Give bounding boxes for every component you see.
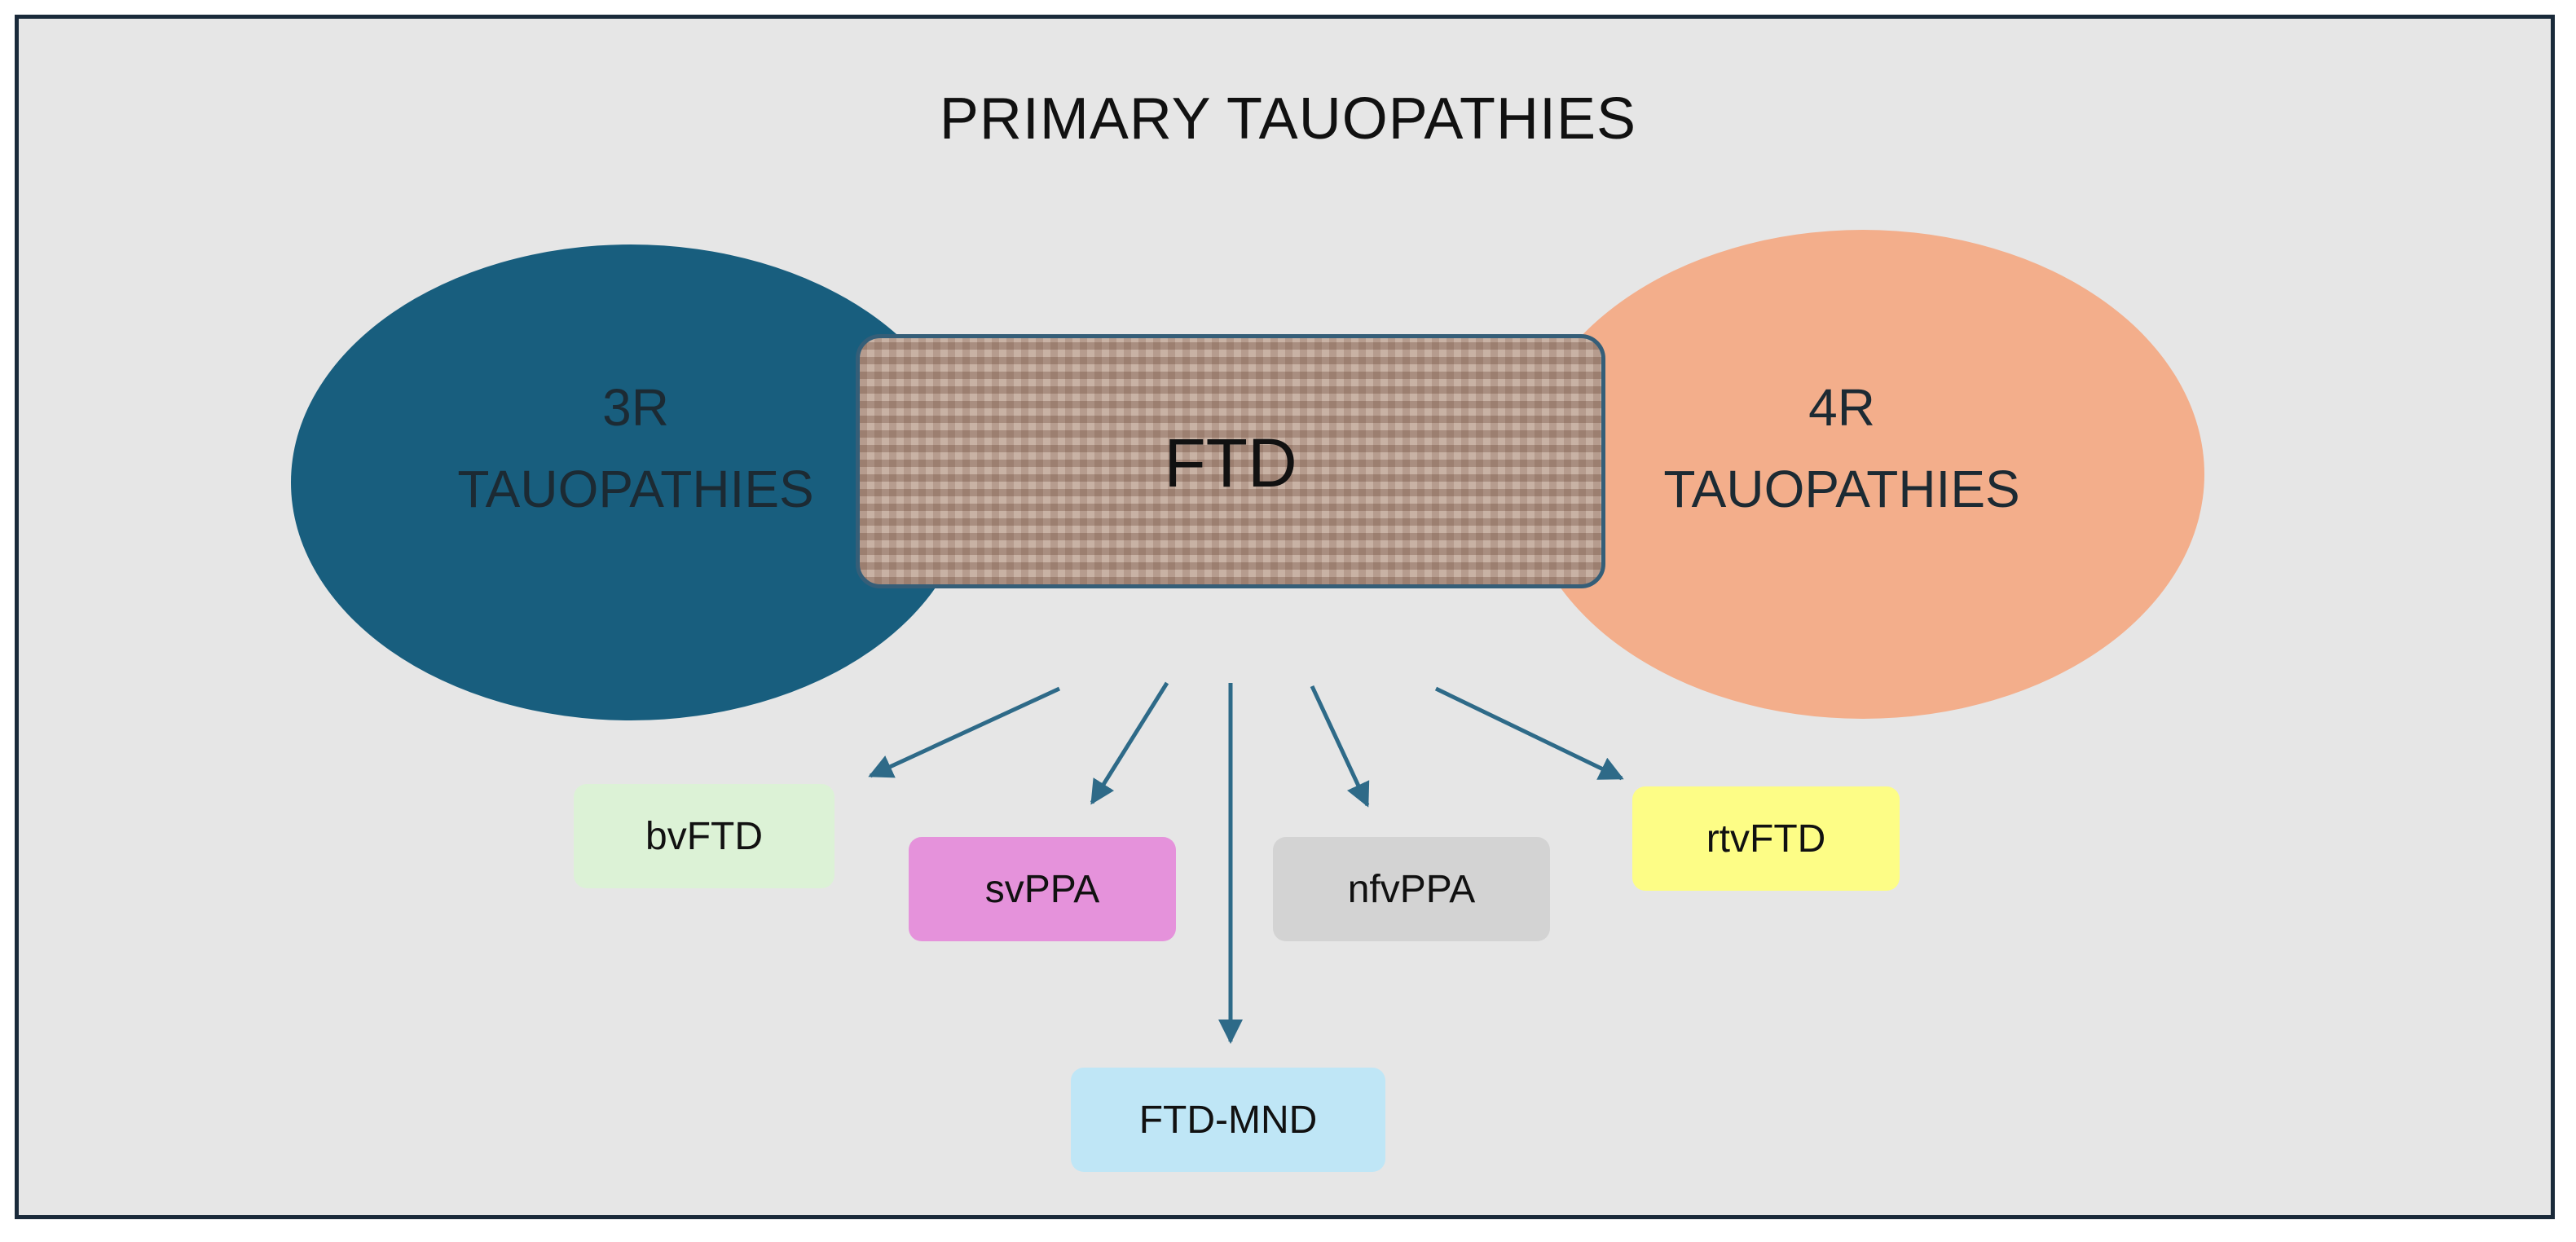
diagram-title: PRIMARY TAUOPATHIES xyxy=(939,86,1637,152)
arrow-to-nfvppa xyxy=(1310,685,1370,808)
3r-tauopathies-label: 3R TAUOPATHIES xyxy=(457,378,814,518)
arrow-to-rtvftd xyxy=(1434,686,1624,781)
subtype-ftd-mnd: FTD-MND xyxy=(1071,1068,1385,1172)
subtype-nfvppa: nfvPPA xyxy=(1273,837,1550,941)
subtype-bvftd: bvFTD xyxy=(574,784,834,888)
arrow-to-bvftd xyxy=(868,686,1061,778)
ftd-box xyxy=(856,334,1605,588)
ftd-label: FTD xyxy=(1164,425,1297,501)
subtype-rtvftd: rtvFTD xyxy=(1632,786,1900,891)
arrow-to-svppa xyxy=(1090,681,1169,805)
subtype-svppa: svPPA xyxy=(909,837,1176,941)
4r-tauopathies-circle xyxy=(1521,230,2204,719)
4r-tauopathies-label: 4R TAUOPATHIES xyxy=(1663,378,2020,518)
